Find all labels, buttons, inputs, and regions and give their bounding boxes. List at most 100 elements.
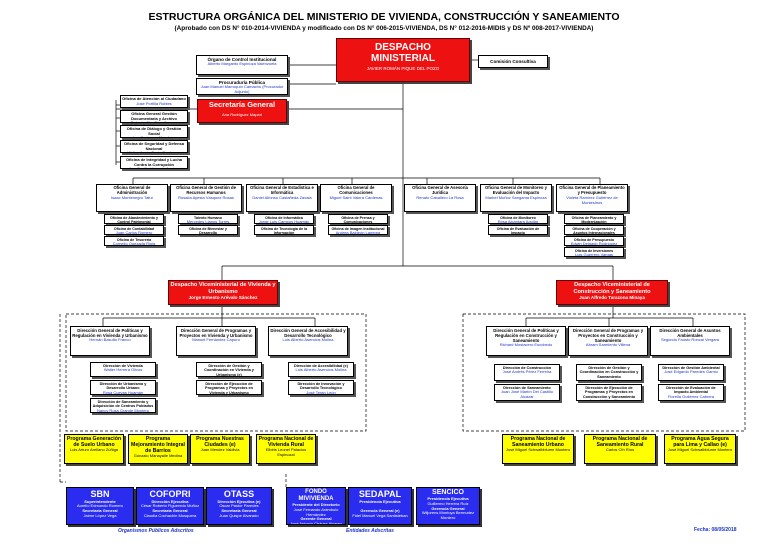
despacho-viceministerial-vivienda[interactable]: Despacho Viceministerial de Vivienda y U… bbox=[168, 280, 278, 305]
general-office-sub[interactable]: Oficina de Planeamiento y ModernizaciónJ… bbox=[564, 214, 624, 224]
dg-vivienda-box-title: Dirección General de Accesibilidad y Des… bbox=[270, 328, 346, 339]
dg-construccion-sub-person: Fiorella Gutiérrez Cabrera bbox=[667, 393, 715, 399]
dg-vivienda-sub[interactable]: Dirección de Saneamiento y Adquisición d… bbox=[90, 398, 156, 413]
sg-office-title: Oficina de Integridad y Lucha Contra la … bbox=[125, 157, 182, 167]
procuraduria-publica[interactable]: Procuraduría Pública Juan Manuel Marroqu… bbox=[196, 78, 288, 95]
programa-construccion-title: Programa Nacional de Saneamiento Urbano bbox=[510, 436, 566, 449]
organismo-sbn-title: SBN bbox=[90, 489, 110, 499]
dg-construccion-sub-title: Dirección de Gestión y Coordinación en C… bbox=[579, 366, 639, 379]
entidad-fondo-mivivienda-line: Presidente del Directorio bbox=[292, 502, 340, 508]
secretaria-general[interactable]: Secretaría General Ana Rodríguez Mapari bbox=[197, 99, 287, 123]
dg-construccion-box-person: Segundo Fausto Roncal Vergara bbox=[660, 337, 720, 343]
programa-vivienda[interactable]: Programa Mejoramiento Integral de Barrio… bbox=[128, 434, 188, 464]
dg-construccion-sub-person: José Edgardo Paredes Gamio bbox=[664, 369, 718, 375]
general-office-sub[interactable]: Oficina de Cooperación y Asuntos Interna… bbox=[564, 225, 624, 235]
entidad-sedapal-line: Fidel Manuel Vega Santisteban bbox=[352, 512, 408, 518]
dg-vivienda-sub[interactable]: Dirección de Ejecución de Programas y Pr… bbox=[196, 380, 262, 395]
entidad-sencico-line: Presidencia Ejecutiva bbox=[427, 496, 469, 502]
organismo-cofopri-line: Claudia Cochachin Mosquera bbox=[143, 512, 197, 518]
dg-construccion-sub[interactable]: Dirección de Ejecución de Programas y Pr… bbox=[576, 384, 642, 401]
programa-vivienda-person: Elbéis Leonel Palacios Espinozal bbox=[265, 447, 307, 457]
dg-construccion-box[interactable]: Dirección General de Asuntos Ambientales… bbox=[650, 326, 730, 356]
dg-vivienda-sub[interactable]: Dirección de Gestión y Coordinación en V… bbox=[196, 362, 262, 377]
programa-construccion[interactable]: Programa Agua Segura para Lima y Callao … bbox=[664, 434, 736, 464]
general-office-sub[interactable]: Oficina de Abastecimiento y Control Patr… bbox=[104, 214, 164, 224]
organismos-caption: Organismos Públicos Adscritos bbox=[118, 528, 194, 534]
general-office-sub-title: Oficina de Planeamiento y Modernización bbox=[571, 216, 617, 224]
general-office-sub-person: Mercedes Llanos Torres bbox=[186, 219, 230, 224]
sg-office[interactable]: Oficina de Integridad y Lucha Contra la … bbox=[120, 156, 188, 169]
dg-construccion-sub[interactable]: Dirección de Evaluación de Impacto Ambie… bbox=[658, 384, 724, 401]
dg-vivienda-sub-person: José Terán León bbox=[306, 389, 336, 395]
general-office-sub[interactable]: Oficina de Evaluación de Impacto bbox=[488, 225, 548, 235]
dg-vivienda-sub[interactable]: Dirección de Innovación y Desarrollo Tec… bbox=[288, 380, 354, 395]
dg-vivienda-sub[interactable]: Dirección de Accesibilidad (e)Luis Alber… bbox=[288, 362, 354, 377]
page-subtitle: (Aprobado con DS N° 010-2014-VIVIENDA y … bbox=[174, 25, 594, 32]
dg-vivienda-box[interactable]: Dirección General de Políticas y Regulac… bbox=[70, 326, 150, 356]
general-office-sub[interactable]: Oficina de Bienestar y DesarrolloCarlos … bbox=[178, 225, 238, 235]
organo-control[interactable]: Órgano de Control Institucional Alberto … bbox=[196, 55, 288, 75]
entidad-fondo-mivivienda-line: Gerente General bbox=[300, 516, 332, 522]
dg-vivienda-sub[interactable]: Dirección de Urbanismo y Desarrollo Urba… bbox=[90, 380, 156, 395]
general-office[interactable]: Oficina General de Gestión de Recursos H… bbox=[170, 184, 242, 212]
general-office-sub-title: Oficina de Contabilidad bbox=[113, 227, 155, 231]
entidad-sedapal-line: Presidencia Ejecutiva bbox=[359, 498, 401, 504]
dg-construccion-sub-title: Dirección de Ejecución de Programas y Pr… bbox=[582, 386, 636, 399]
dg-construccion-box[interactable]: Dirección General de Programas y Proyect… bbox=[568, 326, 648, 356]
programa-construccion-title: Programa Agua Segura para Lima y Callao … bbox=[671, 436, 729, 449]
organismo-cofopri-line: Dirección Ejecutiva bbox=[151, 498, 189, 504]
general-office-sub[interactable]: Oficina de Prensa y ComunicacionesLuis N… bbox=[328, 214, 388, 224]
dg-construccion-sub[interactable]: Dirección de Gestión y Coordinación en C… bbox=[576, 364, 642, 381]
dg-vivienda-box[interactable]: Dirección General de Accesibilidad y Des… bbox=[268, 326, 348, 356]
general-office-title: Oficina General de Asesoría Jurídica bbox=[412, 185, 468, 195]
despacho-viceministerial-construccion[interactable]: Despacho Viceministerial de Construcción… bbox=[556, 280, 668, 305]
despacho-ministerial[interactable]: DESPACHO MINISTERIAL JAVIER ROMÁN PIQUE … bbox=[336, 38, 470, 82]
general-office[interactable]: Oficina General de Monitoreo y Evaluació… bbox=[480, 184, 552, 212]
general-office-sub-title: Oficina de Bienestar y Desarrollo bbox=[189, 227, 227, 235]
dg-vivienda-box[interactable]: Dirección General de Programas y Proyect… bbox=[176, 326, 256, 356]
general-office-sub-title: Oficina de Prensa y Comunicaciones bbox=[341, 216, 375, 224]
organismo-sbn-line: Jaime López Vega bbox=[83, 512, 117, 518]
general-office[interactable]: Oficina General de Estadística e Informá… bbox=[246, 184, 318, 212]
general-office-sub[interactable]: Oficina de Tecnología de la InformaciónR… bbox=[254, 225, 314, 235]
general-office[interactable]: Oficina General de Planeamiento y Presup… bbox=[556, 184, 628, 212]
comision-consultiva[interactable]: Comisión Consultiva bbox=[478, 55, 548, 68]
general-office-sub-title: Oficina de Tecnología de la Información bbox=[260, 227, 308, 235]
organismo-otass-line: Oscar Pastor Paredes bbox=[219, 503, 259, 509]
dg-construccion-sub-title: Dirección de Gestión Ambiental bbox=[662, 366, 720, 370]
sg-office[interactable]: Oficina General Gestión Documentaria y A… bbox=[120, 110, 188, 123]
dg-construccion-box[interactable]: Dirección General de Políticas y Regulac… bbox=[486, 326, 566, 356]
general-office-sub-title: Oficina de Imagen Institucional bbox=[331, 227, 385, 231]
programa-construccion-title: Programa Nacional de Saneamiento Rural bbox=[592, 436, 648, 449]
dg-construccion-box-person: Richard Mostacero Escobedo bbox=[499, 342, 553, 348]
programa-vivienda[interactable]: Programa Nuestras Ciudades (e)Juan Mende… bbox=[190, 434, 250, 464]
